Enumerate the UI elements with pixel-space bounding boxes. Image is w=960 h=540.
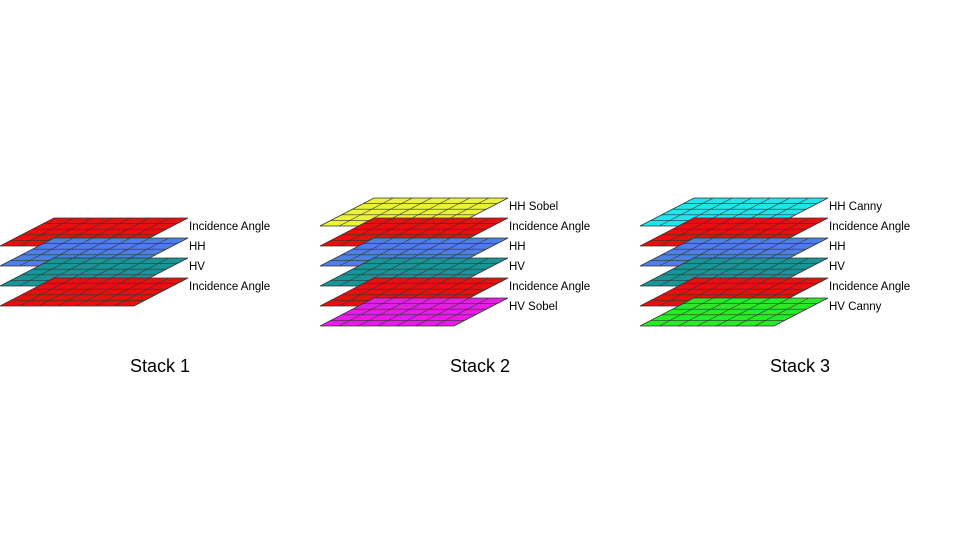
layer-slab — [0, 277, 189, 307]
grid-line — [19, 217, 74, 247]
layer-label: HV — [509, 261, 525, 273]
grid-line — [57, 277, 112, 307]
grid-line — [659, 197, 714, 227]
grid-line — [697, 297, 752, 327]
layer-label: Incidence Angle — [829, 281, 910, 293]
grid-line — [754, 297, 809, 327]
grid-line — [659, 217, 714, 247]
stack-1-layer-4: Incidence Angle — [0, 277, 270, 307]
grid-line — [339, 277, 394, 307]
layer-label: HH Sobel — [509, 201, 558, 213]
grid-line — [19, 237, 74, 267]
stack-2-layer-6: HV Sobel — [319, 297, 558, 327]
layer-slab — [319, 297, 509, 327]
grid-line — [659, 297, 714, 327]
layer-label: Incidence Angle — [509, 221, 590, 233]
grid-line — [339, 237, 394, 267]
grid-line — [678, 297, 733, 327]
grid-line — [377, 297, 432, 327]
stack-3-layer-6: HV Canny — [639, 297, 882, 327]
grid-line — [114, 277, 169, 307]
layer-label: Incidence Angle — [829, 221, 910, 233]
grid-line — [339, 297, 394, 327]
grid-line — [735, 297, 790, 327]
grid-line — [434, 297, 489, 327]
grid-line — [415, 297, 470, 327]
stack-3-title: Stack 3 — [770, 356, 830, 376]
grid-line — [38, 277, 93, 307]
grid-line — [76, 277, 131, 307]
layer-label: HV — [829, 261, 845, 273]
grid-line — [95, 277, 150, 307]
layer-label: HH — [829, 241, 846, 253]
grid-line — [339, 257, 394, 287]
grid-line — [339, 217, 394, 247]
layer-label: Incidence Angle — [189, 281, 270, 293]
stack-1-title: Stack 1 — [130, 356, 190, 376]
grid-line — [716, 297, 771, 327]
layer-label: HV Canny — [829, 301, 882, 313]
stack-2-title: Stack 2 — [450, 356, 510, 376]
layer-label: HH Canny — [829, 201, 882, 213]
layer-label: HH — [189, 241, 206, 253]
grid-line — [396, 297, 451, 327]
grid-line — [339, 197, 394, 227]
grid-line — [19, 257, 74, 287]
layer-label: HV Sobel — [509, 301, 558, 313]
layer-label: HV — [189, 261, 205, 273]
grid-line — [19, 277, 74, 307]
layer-label: HH — [509, 241, 526, 253]
grid-line — [659, 257, 714, 287]
grid-line — [659, 237, 714, 267]
layer-label: Incidence Angle — [189, 221, 270, 233]
layer-slab — [639, 297, 829, 327]
grid-line — [358, 297, 413, 327]
grid-line — [659, 277, 714, 307]
layer-label: Incidence Angle — [509, 281, 590, 293]
